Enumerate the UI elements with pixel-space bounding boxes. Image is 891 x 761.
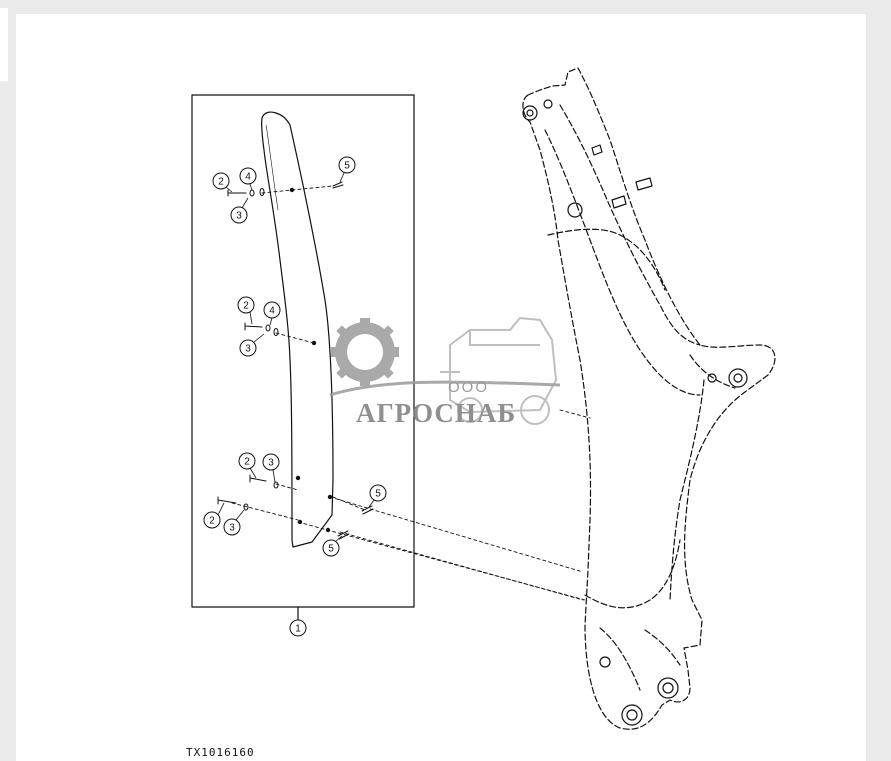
callouts: 2 4 3 5 2 4 3 2: [203, 156, 387, 637]
callout-3: 3: [239, 339, 257, 357]
svg-text:5: 5: [344, 161, 350, 172]
watermark: ООО АГРОСНАБ: [329, 316, 561, 428]
detail-frame: [191, 94, 415, 608]
figure-reference-code: TX1016160: [186, 746, 255, 759]
left-strip: [0, 8, 8, 81]
fasteners: [217, 181, 374, 540]
fastener-leaders: [231, 185, 591, 601]
callout-4: 4: [263, 301, 281, 319]
callout-2: 2: [212, 172, 230, 190]
callout-2: 2: [238, 452, 256, 470]
watermark-company-prefix: ООО: [448, 379, 489, 396]
callout-4: 4: [239, 167, 257, 185]
callout-2: 2: [237, 296, 255, 314]
callout-leaders: [217, 172, 375, 542]
callout-3: 3: [230, 206, 248, 224]
svg-text:5: 5: [328, 544, 334, 555]
svg-text:5: 5: [375, 489, 381, 500]
combine-harvester-icon: [440, 316, 558, 425]
boom-pivots: [522, 99, 748, 726]
svg-text:1: 1: [295, 624, 301, 635]
svg-text:2: 2: [218, 177, 224, 188]
gear-icon: [331, 318, 399, 386]
parts-diagram: ООО АГРОСНАБ 2 4 3 5 2 4 3: [186, 67, 776, 759]
svg-text:2: 2: [209, 516, 215, 527]
callout-1: 1: [289, 619, 307, 637]
svg-text:2: 2: [243, 301, 249, 312]
callout-5: 5: [369, 484, 387, 502]
guard-plate: [261, 111, 334, 548]
diagram-sheet: ООО АГРОСНАБ 2 4 3 5 2 4 3: [16, 14, 866, 761]
callout-3: 3: [223, 518, 241, 536]
svg-text:3: 3: [236, 211, 242, 222]
svg-text:3: 3: [245, 344, 251, 355]
top-bar: [0, 0, 891, 8]
callout-5: 5: [322, 539, 340, 557]
loader-boom: [522, 67, 776, 730]
svg-text:4: 4: [269, 306, 275, 317]
callout-2: 2: [203, 511, 221, 529]
callout-5: 5: [338, 156, 356, 174]
svg-text:3: 3: [229, 523, 235, 534]
callout-3: 3: [262, 453, 280, 471]
svg-text:3: 3: [268, 458, 274, 469]
svg-text:2: 2: [244, 457, 250, 468]
svg-text:4: 4: [245, 172, 251, 183]
watermark-company-name: АГРОСНАБ: [356, 398, 516, 428]
